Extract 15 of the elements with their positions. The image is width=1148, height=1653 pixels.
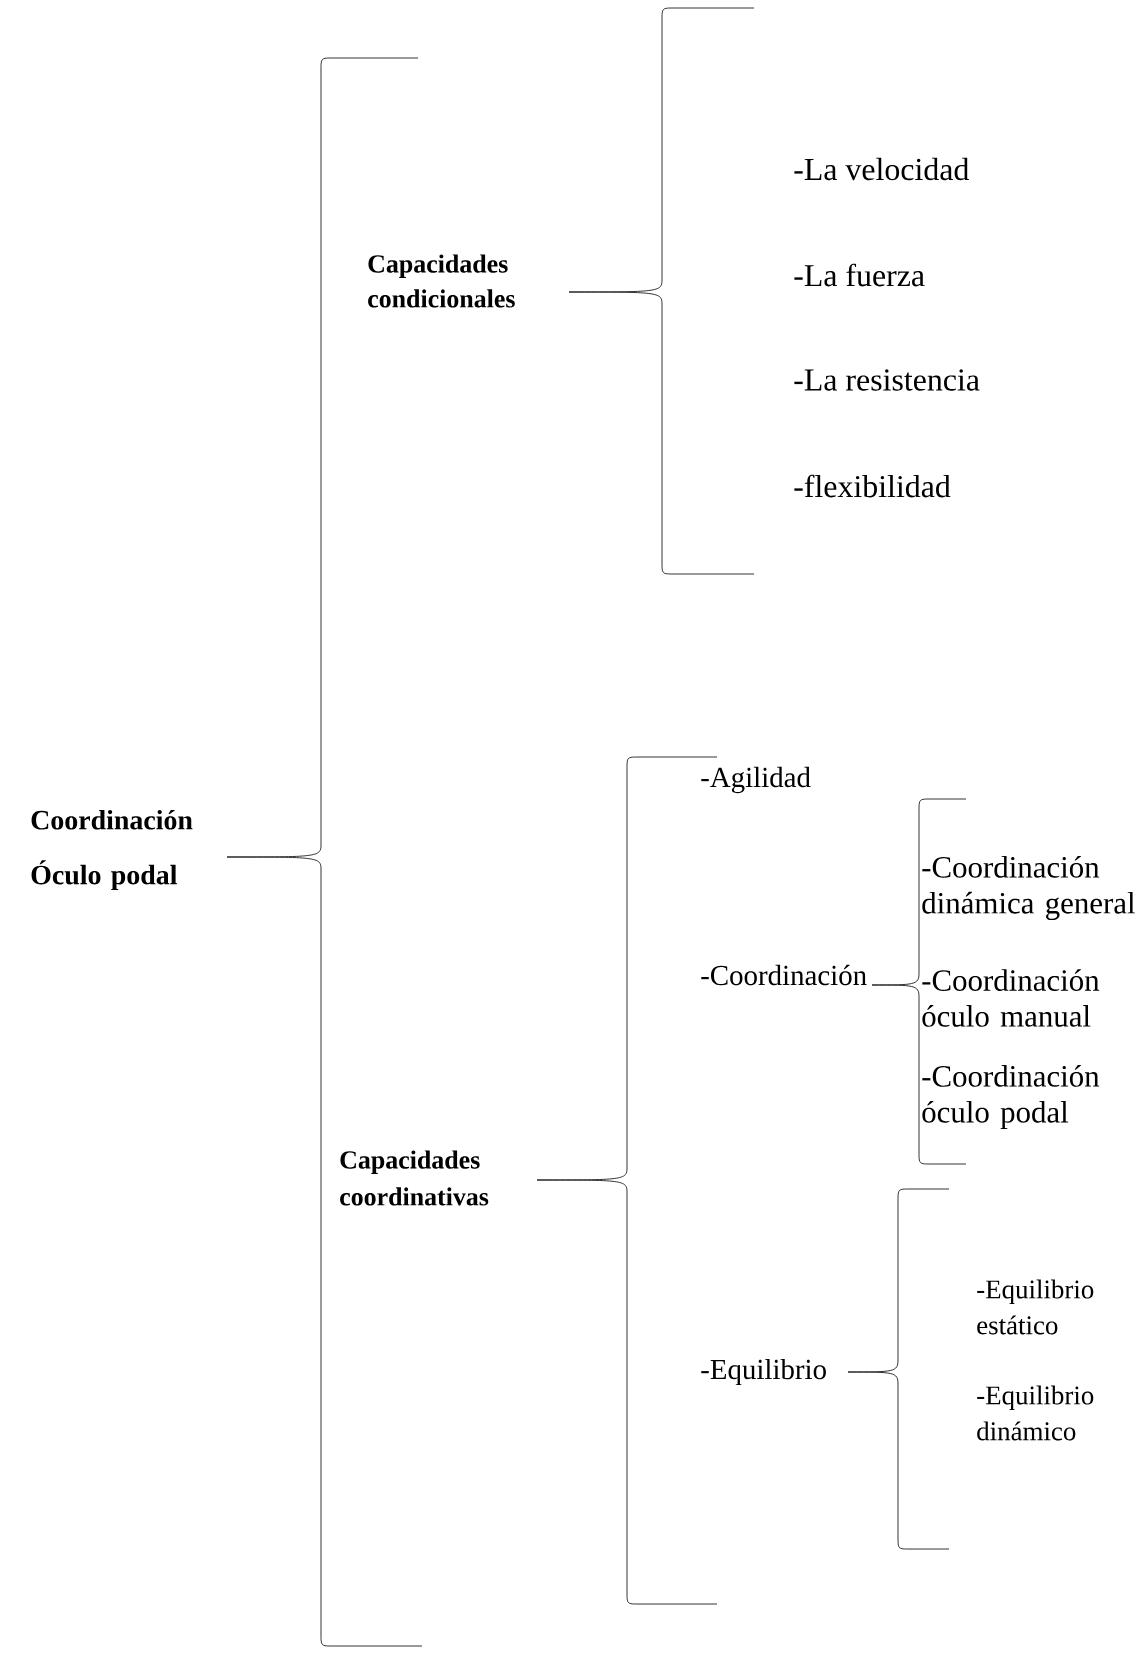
category-text: Capacidades condicionales xyxy=(368,254,515,308)
item-text: -La resistencia xyxy=(794,369,980,391)
item-text: -Equilibrio estático xyxy=(977,1279,1094,1335)
item-text: -Coordinación óculo podal xyxy=(922,1065,1100,1129)
item-text: -Coordinación dinámica general xyxy=(922,856,1135,920)
item-text: -Coordinación xyxy=(701,964,867,986)
item-text: -Equilibrio xyxy=(701,1358,826,1386)
item-text: -Agilidad xyxy=(701,766,811,794)
item-text: -Coordinación óculo manual xyxy=(922,969,1100,1027)
item-text: -La fuerza xyxy=(794,263,925,287)
item-text: -flexibilidad xyxy=(794,474,951,498)
item-text: -Equilibrio dinámico xyxy=(977,1385,1094,1441)
root-topic-text: Coordinación Óculo podal xyxy=(31,809,193,891)
item-text: -La velocidad xyxy=(794,157,969,181)
category-text: Capacidades coordinativas xyxy=(340,1150,489,1206)
